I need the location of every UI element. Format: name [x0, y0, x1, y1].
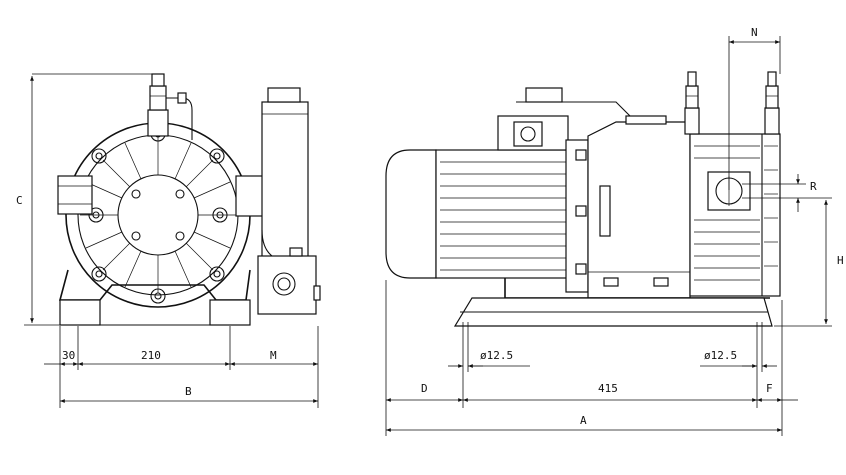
- dim-label-phi-left: ø12.5: [480, 349, 513, 362]
- front-base: [58, 269, 251, 326]
- dim-label-b: B: [185, 385, 192, 398]
- dim-label-n: N: [751, 26, 758, 39]
- front-view: [57, 73, 321, 326]
- dim-label-h: H: [837, 254, 844, 267]
- side-dimensions: [385, 36, 832, 436]
- dim-label-210: 210: [141, 349, 161, 362]
- side-pump-cylinder: [689, 133, 781, 297]
- side-motor-fins: [440, 161, 566, 271]
- dim-label-phi-right: ø12.5: [704, 349, 737, 362]
- side-terminal-box: [497, 87, 631, 151]
- side-motor-body: [435, 149, 569, 279]
- side-valve-left: [684, 71, 700, 135]
- side-valve-right: [764, 71, 780, 135]
- dimension-labels: C 30 210 M B N R H ø12.5 ø12.5 D 415 F A: [16, 26, 844, 427]
- dim-label-c: C: [16, 194, 23, 207]
- front-separator-cylinder: [261, 87, 309, 259]
- side-bearing-housing: [587, 115, 691, 299]
- dim-label-30: 30: [62, 349, 75, 362]
- dim-label-415: 415: [598, 382, 618, 395]
- front-exhaust-connector: [235, 175, 265, 217]
- dim-label-a: A: [580, 414, 587, 427]
- side-view: [385, 71, 781, 327]
- side-motor-endcap: [385, 149, 437, 279]
- dim-label-d: D: [421, 382, 428, 395]
- front-oil-box: [257, 229, 321, 315]
- front-top-valve: [147, 73, 193, 140]
- dim-label-f: F: [766, 382, 773, 395]
- front-inlet-flange: [57, 175, 93, 215]
- dim-label-r: R: [810, 180, 817, 193]
- dim-label-m: M: [270, 349, 277, 362]
- front-dimensions: [24, 73, 319, 408]
- side-base-frame: [453, 278, 773, 327]
